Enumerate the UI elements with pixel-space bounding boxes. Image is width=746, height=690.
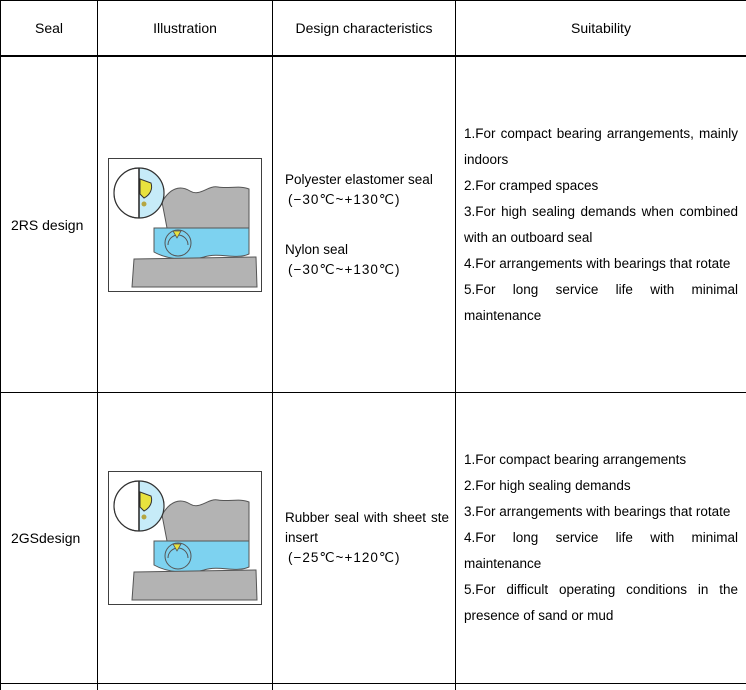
design-temp-range: (−25℃~+120℃)	[288, 550, 401, 565]
suitability-item: 2.For high sealing demands	[464, 478, 631, 493]
footer-row	[0, 683, 746, 690]
bearing-illustration-2gs	[108, 471, 262, 605]
footer-cell	[272, 683, 456, 690]
header-illustration: Illustration	[97, 0, 273, 57]
shaft-shape	[131, 255, 258, 287]
seal-name-2gs: 2GSdesign	[11, 530, 81, 546]
seal-detail-circle	[164, 229, 192, 256]
seal-detail-circle	[164, 542, 192, 570]
footer-cell	[455, 683, 746, 690]
seal-name-2rs: 2RS design	[11, 216, 84, 233]
magnifier-detail-dot	[141, 514, 147, 520]
suitability-item: 2.For cramped spaces	[464, 177, 599, 193]
seal-detail-lip	[172, 543, 182, 552]
suitability-item: 5.For difficult operating conditions in …	[464, 582, 738, 623]
table-row-2gs: 2GSdesign	[0, 392, 746, 684]
suitability-item: 4.For arrangements with bearings that ro…	[464, 255, 731, 271]
footer-cell	[97, 683, 273, 690]
outer-ring-shape	[161, 185, 250, 228]
header-design-characteristics: Design characteristics	[272, 0, 456, 57]
design-temp-range: (−30℃~+130℃)	[288, 191, 401, 207]
suitability-item: 3.For arrangements with bearings that ro…	[464, 504, 731, 519]
outer-ring-shape	[161, 499, 250, 542]
header-seal: Seal	[0, 0, 98, 57]
design-temp-range: (−30℃~+130℃)	[288, 261, 401, 277]
header-suitability: Suitability	[455, 0, 746, 57]
seal-detail-lip	[172, 230, 182, 239]
magnifier-outline	[113, 480, 165, 532]
magnifier-seal-lip	[139, 177, 153, 199]
design-line: Polyester elastomer seal	[285, 171, 433, 187]
design-line: Nylon seal	[285, 241, 349, 257]
bearing-illustration-2rs	[108, 157, 262, 292]
table-row-2rs: 2RS design	[0, 55, 746, 393]
design-line: Rubber seal with sheet ste insert	[285, 510, 449, 545]
header-row: Seal Illustration Design characteristics…	[0, 0, 746, 57]
design-group-rubber: Rubber seal with sheet ste insert (−25℃~…	[285, 508, 449, 568]
magnifier-seal-lip	[139, 491, 153, 512]
design-group-polyester: Polyester elastomer seal (−30℃~+130℃)	[285, 170, 449, 210]
bearing-cross-section-2rs	[113, 166, 258, 287]
suitability-item: 5.For long service life with minimal mai…	[464, 281, 738, 323]
design-group-nylon: Nylon seal (−30℃~+130℃)	[285, 240, 449, 280]
bearing-cross-section-2gs	[113, 480, 258, 601]
suitability-item: 1.For compact bearing arrangements	[464, 452, 687, 467]
shaft-shape	[131, 569, 258, 601]
suitability-item: 3.For high sealing demands when combined…	[464, 203, 738, 245]
magnifier-outline	[113, 166, 165, 219]
footer-cell	[0, 683, 98, 690]
suitability-item: 4.For long service life with minimal mai…	[464, 530, 738, 571]
magnifier-detail-dot	[141, 201, 147, 206]
suitability-item: 1.For compact bearing arrangements, main…	[464, 125, 738, 167]
